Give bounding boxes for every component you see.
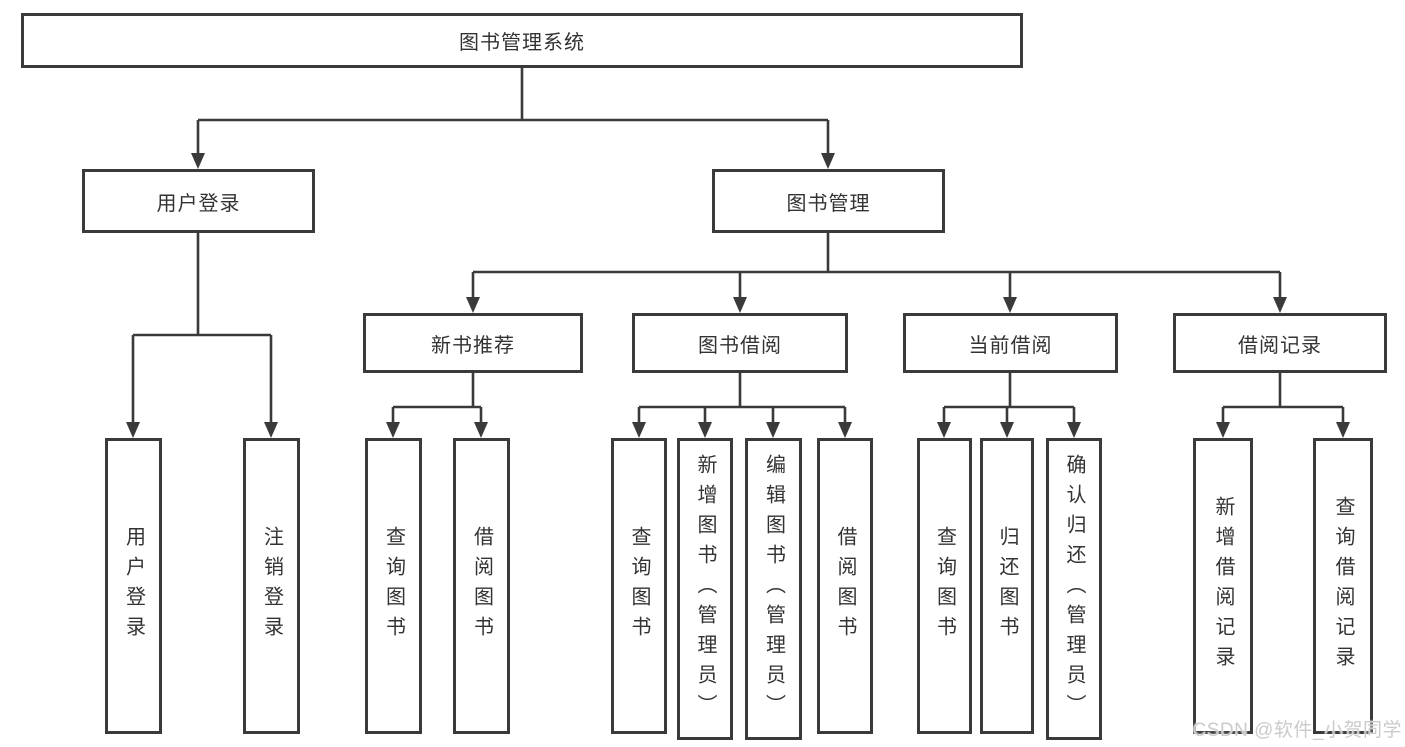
arrow-down-icon [474, 422, 488, 438]
leaf-confirm-return-admin-label: 确认归还（管理员） [1063, 454, 1085, 724]
leaf-query-books-3-label: 查询图书 [933, 526, 956, 646]
leaf-add-borrow-record: 新增借阅记录 [1193, 438, 1253, 734]
node-current-borrow-label: 当前借阅 [968, 334, 1053, 357]
connector-current-borrow [942, 373, 1076, 423]
arrow-down-icon [733, 297, 747, 313]
leaf-return-books: 归还图书 [980, 438, 1034, 734]
arrow-down-icon [821, 153, 835, 169]
leaf-query-borrow-record-label: 查询借阅记录 [1332, 496, 1354, 676]
arrow-down-icon [1216, 422, 1230, 438]
leaf-edit-book-admin-label: 编辑图书（管理员） [762, 454, 785, 724]
leaf-edit-book-admin: 编辑图书（管理员） [745, 438, 802, 740]
leaf-add-borrow-record-label: 新增借阅记录 [1212, 496, 1234, 676]
node-user-login-label: 用户登录 [156, 192, 241, 215]
connector-root [196, 68, 830, 154]
leaf-query-books-1: 查询图书 [365, 438, 422, 734]
leaf-query-books-1-label: 查询图书 [382, 526, 405, 646]
arrow-down-icon [466, 297, 480, 313]
node-new-book-rec-label: 新书推荐 [431, 334, 515, 357]
node-book-borrow-label: 图书借阅 [698, 334, 782, 357]
arrow-down-icon [698, 422, 712, 438]
node-current-borrow: 当前借阅 [903, 313, 1118, 373]
arrow-down-icon [632, 422, 646, 438]
arrowheads [126, 153, 1350, 438]
node-book-mgmt: 图书管理 [712, 169, 945, 233]
node-new-book-rec: 新书推荐 [363, 313, 583, 373]
node-borrow-records: 借阅记录 [1173, 313, 1387, 373]
leaf-user-login: 用户登录 [105, 438, 162, 734]
arrow-down-icon [766, 422, 780, 438]
node-root-label: 图书管理系统 [459, 32, 585, 54]
leaf-return-books-label: 归还图书 [996, 526, 1018, 646]
leaf-query-borrow-record: 查询借阅记录 [1313, 438, 1373, 734]
connector-borrow-records [1221, 373, 1345, 423]
connector-new-book [391, 373, 483, 423]
leaf-borrow-books-2-label: 借阅图书 [834, 526, 856, 646]
leaf-add-book-admin: 新增图书（管理员） [677, 438, 733, 740]
node-book-mgmt-label: 图书管理 [786, 192, 871, 215]
arrow-down-icon [937, 422, 951, 438]
arrow-down-icon [126, 422, 140, 438]
leaf-user-login-label: 用户登录 [122, 526, 145, 646]
node-book-borrow: 图书借阅 [632, 313, 848, 373]
leaf-borrow-books-2: 借阅图书 [817, 438, 873, 734]
leaf-confirm-return-admin: 确认归还（管理员） [1046, 438, 1102, 740]
arrow-down-icon [1273, 297, 1287, 313]
arrow-down-icon [1067, 422, 1081, 438]
leaf-logout: 注销登录 [243, 438, 300, 734]
connector-book-mgmt [471, 233, 1282, 298]
node-root: 图书管理系统 [21, 13, 1023, 68]
arrow-down-icon [838, 422, 852, 438]
leaf-logout-label: 注销登录 [260, 526, 283, 646]
leaf-query-books-2: 查询图书 [611, 438, 667, 734]
leaf-query-books-3: 查询图书 [917, 438, 972, 734]
arrow-down-icon [1000, 422, 1014, 438]
node-borrow-records-label: 借阅记录 [1238, 334, 1322, 357]
csdn-watermark: CSDN @软件_小贺同学 [1192, 720, 1402, 741]
connector-user-login [131, 233, 273, 423]
arrow-down-icon [264, 422, 278, 438]
leaf-borrow-books-1-label: 借阅图书 [470, 526, 493, 646]
arrow-down-icon [386, 422, 400, 438]
leaf-query-books-2-label: 查询图书 [628, 526, 650, 646]
arrow-down-icon [191, 153, 205, 169]
node-user-login: 用户登录 [82, 169, 315, 233]
arrow-down-icon [1336, 422, 1350, 438]
leaf-add-book-admin-label: 新增图书（管理员） [694, 454, 716, 724]
leaf-borrow-books-1: 借阅图书 [453, 438, 510, 734]
arrow-down-icon [1003, 297, 1017, 313]
connector-book-borrow [637, 373, 847, 423]
